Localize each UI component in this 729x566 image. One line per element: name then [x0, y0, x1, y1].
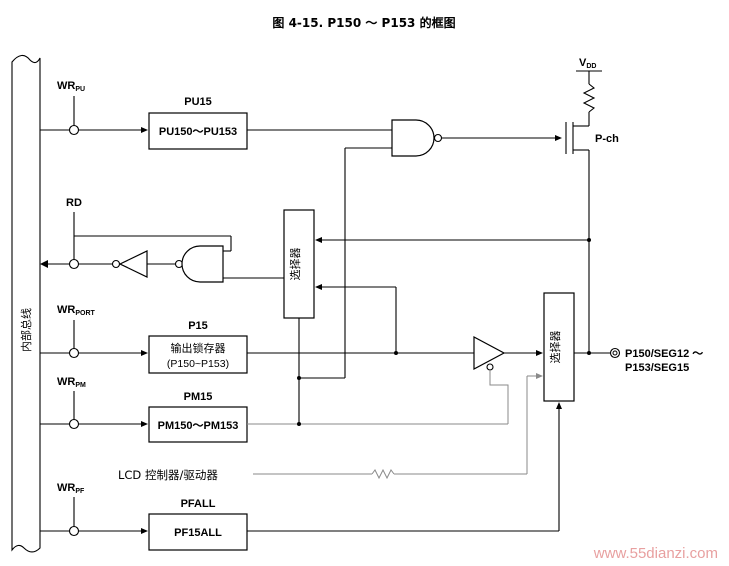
pu15-register: PU15 PU150～PU153	[148, 96, 248, 150]
p-ch-pull-up: VDD P-ch	[565, 57, 619, 353]
read-buffer	[118, 250, 148, 278]
pfall-body: PF15ALL	[174, 527, 222, 539]
wr-port-row: WRPORT	[40, 304, 148, 359]
pu15-title: PU15	[184, 96, 212, 108]
wr-port-label: WRPORT	[57, 304, 95, 317]
pm15-register: PM15 PM150～PM153	[148, 391, 508, 443]
lcd-resistor	[371, 468, 395, 480]
p15-line2: (P150~P153)	[167, 358, 229, 370]
p15-output-latch: P15 输出锁存器 (P150~P153)	[148, 318, 474, 424]
internal-bus: 内部总线	[11, 54, 41, 553]
pm15-body: PM150～PM153	[158, 420, 239, 432]
p15-title: P15	[188, 320, 208, 332]
p15-line1: 输出锁存器	[171, 341, 226, 355]
wr-pm-label: WRPM	[57, 376, 86, 389]
wr-pu-row: WRPU	[40, 80, 148, 136]
output-selector-label: 选择器	[548, 331, 562, 364]
read-and-gate	[181, 245, 224, 283]
lcd-label: LCD 控制器/驱动器	[118, 468, 218, 482]
internal-bus-label: 内部总线	[19, 308, 33, 352]
pin-label-line2: P153/SEG15	[625, 362, 689, 374]
wr-port-junction	[68, 347, 80, 359]
rd-label: RD	[66, 197, 82, 209]
wr-pf-row: WRPF	[40, 482, 148, 537]
lcd-row: LCD 控制器/驱动器	[118, 373, 543, 482]
pfall-title: PFALL	[181, 498, 216, 510]
output-selector: 选择器 P150/SEG12 ～ P153/SEG15	[543, 292, 703, 402]
rd-row: RD	[40, 197, 284, 283]
pin-label-line1: P150/SEG12 ～	[625, 348, 703, 360]
wr-pu-junction	[68, 124, 80, 136]
watermark: www.55dianzi.com	[593, 545, 718, 562]
figure-title: 图 4-15. P150 ～ P153 的框图	[272, 15, 455, 30]
read-selector-label: 选择器	[288, 248, 302, 281]
wr-pm-row: WRPM	[40, 376, 148, 430]
pfall-register: PFALL PF15ALL	[148, 402, 562, 551]
wr-pu-label: WRPU	[57, 80, 85, 93]
vdd-label: VDD	[579, 57, 596, 70]
pu15-body: PU150～PU153	[159, 126, 237, 138]
wr-pm-junction	[68, 418, 80, 430]
pm15-title: PM15	[184, 391, 213, 403]
pull-up-resistor	[582, 83, 596, 113]
wr-pf-junction	[68, 525, 80, 537]
rd-junction	[68, 258, 80, 270]
pull-up-nand-gate	[247, 119, 562, 378]
p-ch-label: P-ch	[595, 133, 619, 145]
wr-pf-label: WRPF	[57, 482, 85, 495]
read-selector: 选择器	[283, 209, 591, 353]
output-buffer	[473, 336, 543, 424]
